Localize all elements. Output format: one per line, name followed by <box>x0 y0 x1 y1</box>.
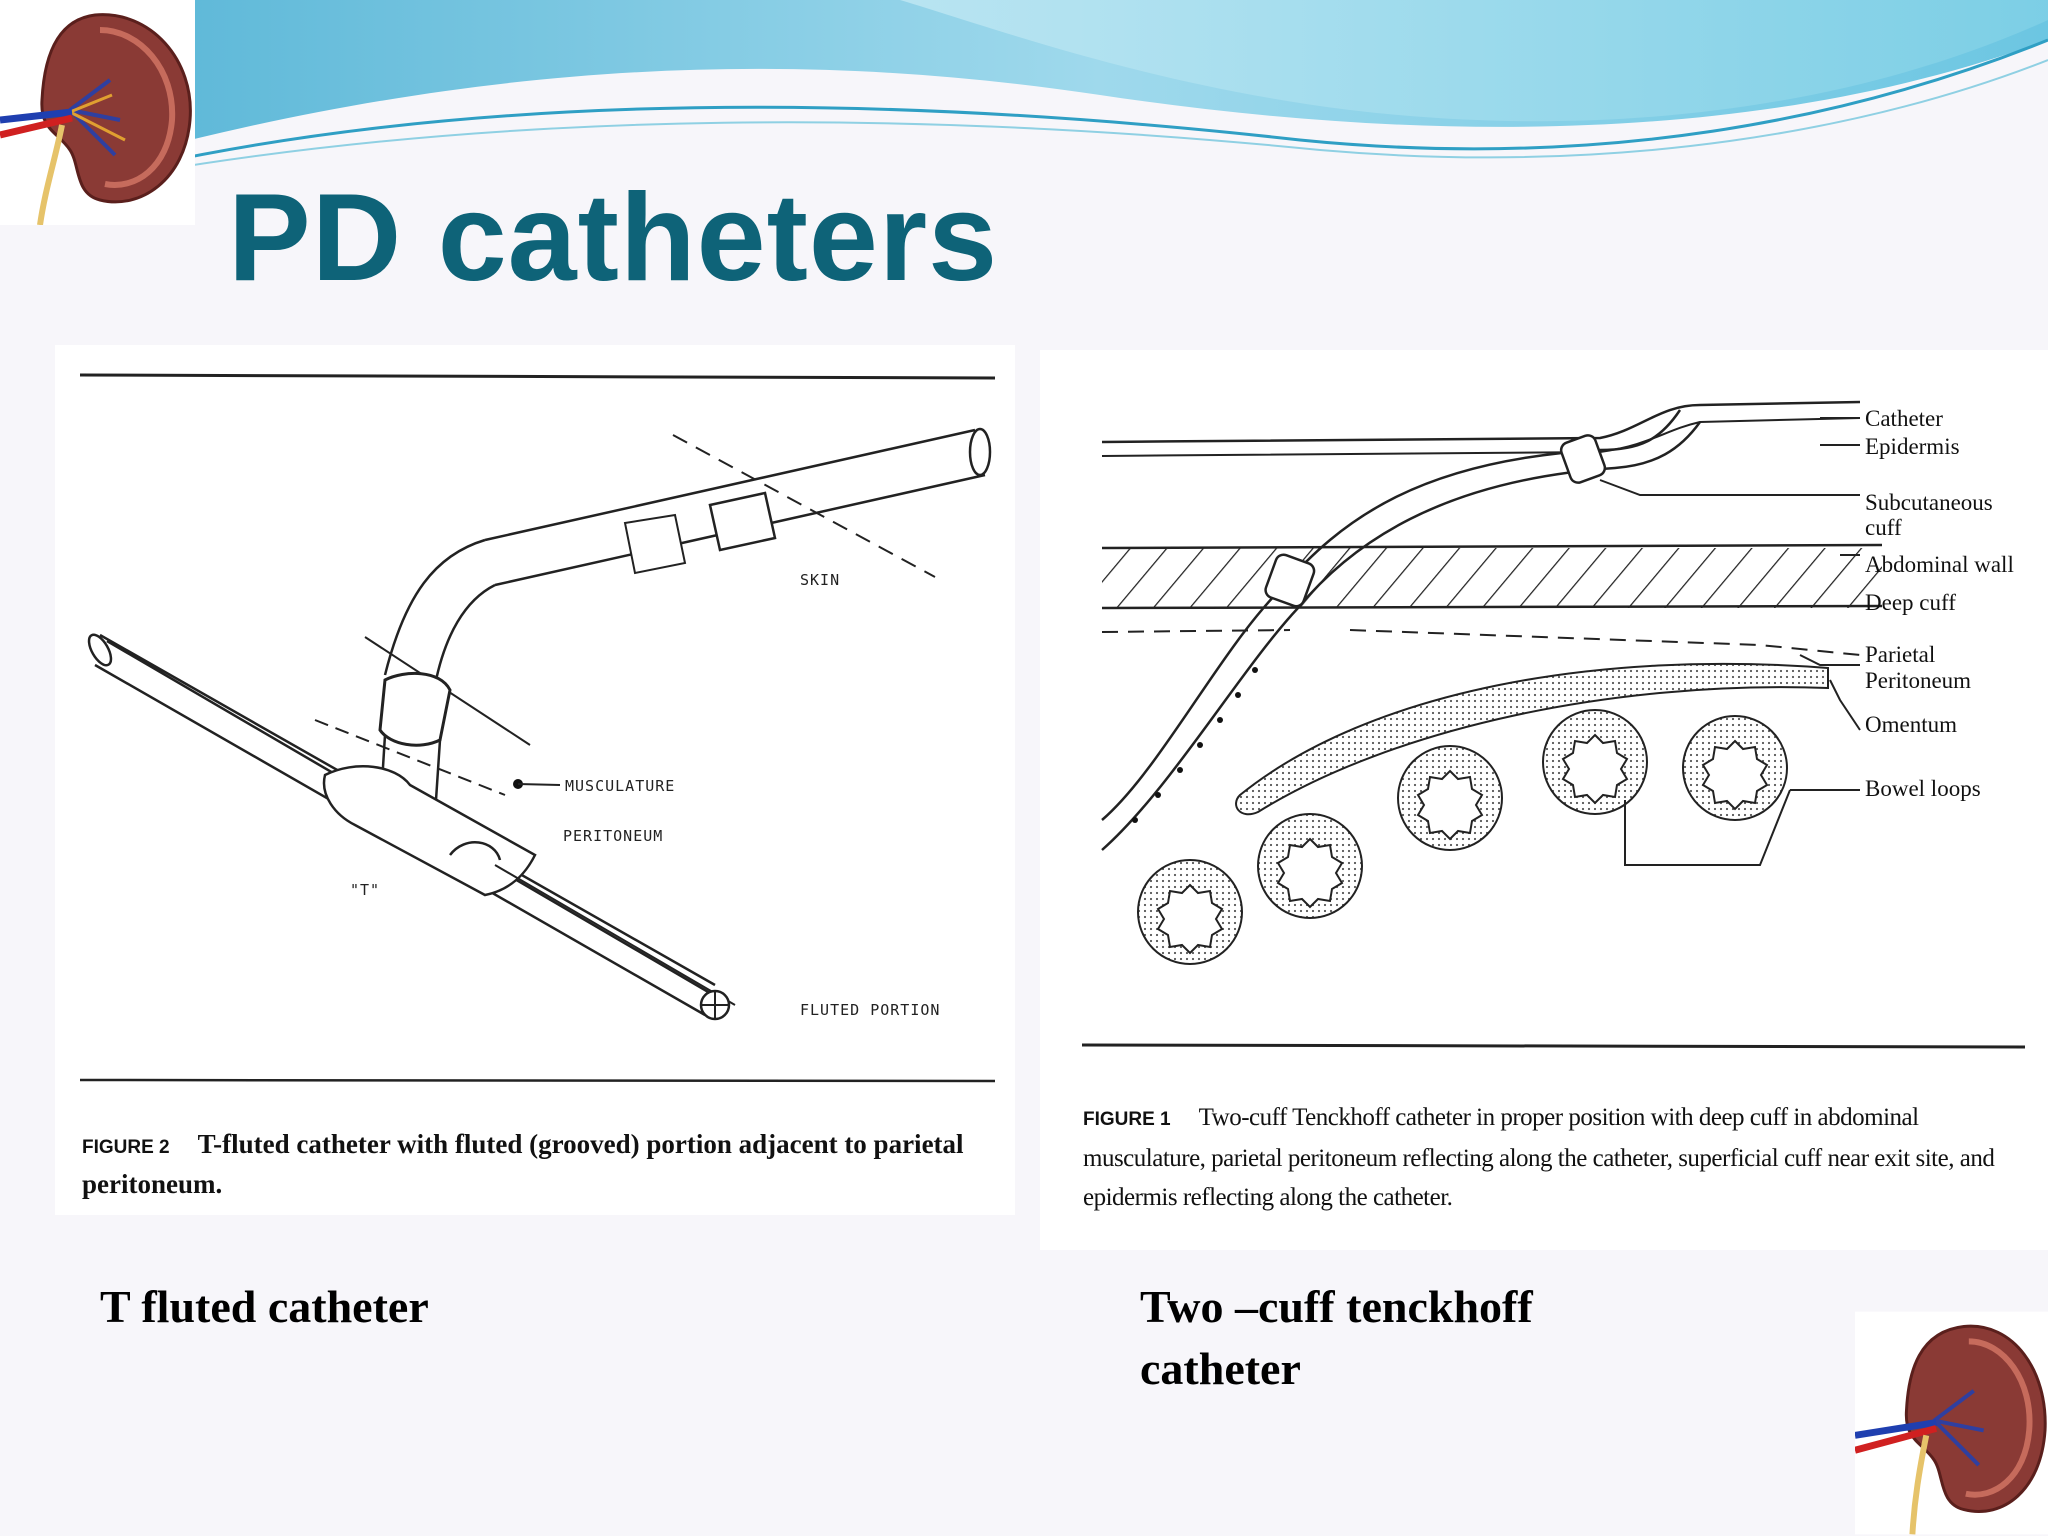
right-figure-caption-text: Two-cuff Tenckhoff catheter in proper po… <box>1083 1104 1995 1211</box>
label-skin: SKIN <box>800 571 840 589</box>
kidney-logo-top-left <box>0 0 195 225</box>
label-subcutaneous-cuff: cuff <box>1865 515 1902 540</box>
label-omentum: Omentum <box>1865 712 1957 737</box>
t-fluted-catheter-figure: SKIN MUSCULATURE PERITONEUM "T" FLUTED P… <box>55 345 1015 1215</box>
header-wave-banner <box>149 0 2048 173</box>
label-t: "T" <box>350 881 380 899</box>
label-musculature: MUSCULATURE <box>565 777 675 795</box>
kidney-logo-bottom-right <box>1855 1311 2048 1535</box>
label-epidermis: Epidermis <box>1865 434 1960 459</box>
label-abdominal-wall: Abdominal wall <box>1865 552 2014 577</box>
slide-title: PD catheters <box>228 169 999 307</box>
tenckhoff-catheter-figure: Catheter Epidermis Subcutaneous cuff Abd… <box>1040 350 2048 1250</box>
left-figure-number: FIGURE 2 <box>82 1137 170 1158</box>
t-fluted-catheter-diagram: SKIN MUSCULATURE PERITONEUM "T" FLUTED P… <box>79 373 996 1083</box>
left-figure-caption-text: T-fluted catheter with fluted (grooved) … <box>82 1129 964 1199</box>
label-deep-cuff: Deep cuff <box>1865 590 1956 615</box>
tenckhoff-catheter-diagram: Catheter Epidermis Subcutaneous cuff Abd… <box>1081 400 2026 1049</box>
label-peritoneum: Peritoneum <box>1865 668 1971 693</box>
label-fluted-portion: FLUTED PORTION <box>800 1001 940 1019</box>
label-parietal: Parietal <box>1865 642 1935 667</box>
label-catheter: Catheter <box>1865 406 1943 431</box>
subtitle-t-fluted: T fluted catheter <box>100 1281 429 1332</box>
label-peritoneum: PERITONEUM <box>563 827 663 845</box>
right-figure-number: FIGURE 1 <box>1083 1109 1171 1130</box>
label-subcutaneous: Subcutaneous <box>1865 490 1993 515</box>
label-bowel-loops: Bowel loops <box>1865 776 1981 801</box>
subtitle-two-cuff: Two –cuff tenckhoff catheter <box>1140 1281 1533 1394</box>
